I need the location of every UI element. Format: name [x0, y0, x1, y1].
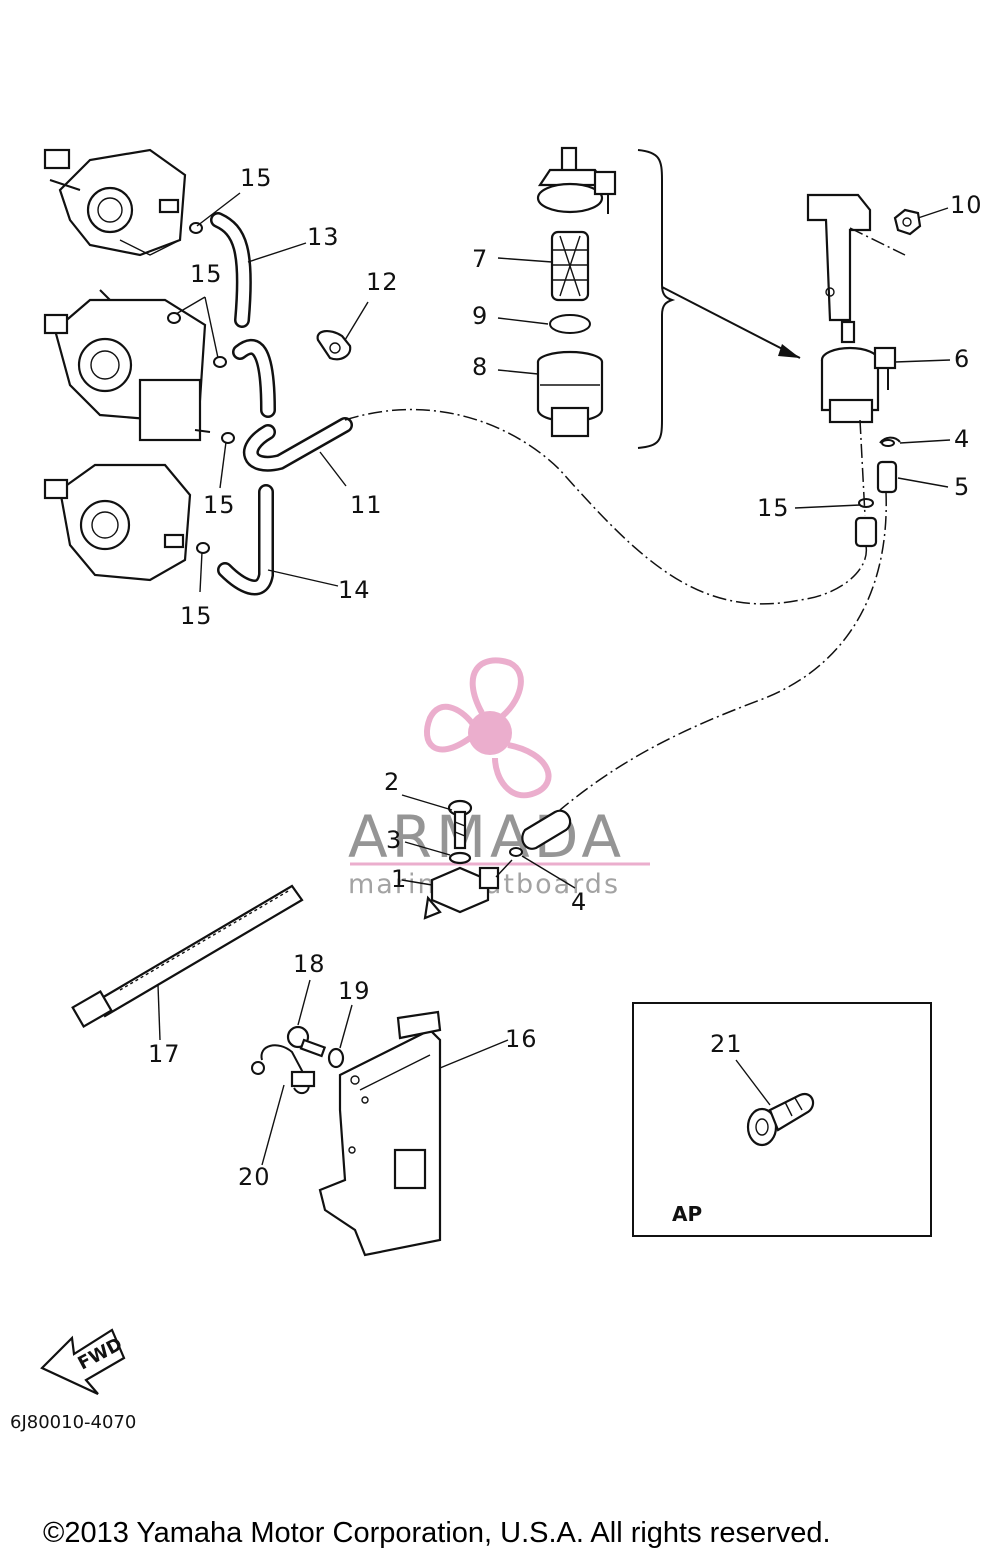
callout-15a: 15: [240, 164, 273, 192]
callout-labels: 15 13 15 12 15 11 14 15 7 9 8 10 6 4 5 1…: [148, 164, 983, 1191]
hose-piece: [521, 809, 572, 850]
propeller-logo-icon: [423, 657, 552, 799]
hose-end: [854, 516, 878, 548]
washer-3: [448, 851, 472, 865]
callout-6: 6: [954, 345, 970, 373]
nut-10: [893, 208, 922, 236]
fuel-filter-6: [820, 320, 897, 424]
fuel-line-dashed-c: [859, 419, 866, 517]
carburetor-upper: [43, 148, 187, 257]
hose-clip-15-group: [167, 222, 235, 554]
filter-cap: [536, 146, 617, 214]
callout-5: 5: [954, 473, 970, 501]
clip-4-lower: [509, 847, 523, 857]
callout-20: 20: [238, 1163, 271, 1191]
clamp-12: [316, 330, 352, 361]
carburetor-middle: [43, 289, 211, 442]
bolt-2: [447, 799, 473, 850]
callout-17: 17: [148, 1040, 181, 1068]
callout-15c: 15: [203, 491, 236, 519]
joint-5: [876, 460, 898, 494]
filter-element-7: [550, 230, 590, 302]
watermark-brand: ARMADA: [348, 803, 625, 871]
callout-2: 2: [384, 768, 400, 796]
fuel-hose-short: [232, 338, 276, 418]
filter-cup-8: [536, 350, 604, 438]
callout-9: 9: [472, 302, 488, 330]
callout-11: 11: [350, 491, 383, 519]
callout-15d: 15: [180, 602, 213, 630]
assembly-brace: [637, 149, 676, 449]
callout-14: 14: [338, 576, 371, 604]
fitting-21: [746, 1092, 815, 1147]
filter-bracket: [806, 193, 906, 322]
fuel-hose-13: [210, 212, 252, 328]
arrow-head: [778, 344, 800, 358]
callout-3: 3: [386, 826, 402, 854]
carburetor-lower: [43, 463, 192, 582]
callout-8: 8: [472, 353, 488, 381]
fuel-joint-1: [423, 866, 500, 920]
bolt-18: [286, 1025, 327, 1058]
fuel-hose-11: [242, 417, 353, 472]
callout-7: 7: [472, 245, 488, 273]
callout-4-upper: 4: [954, 425, 970, 453]
bracket-16: [318, 1010, 442, 1257]
fwd-arrow-icon: FWD: [40, 1328, 126, 1395]
assembly-arrow-line: [661, 286, 801, 359]
clip-20: [251, 1044, 316, 1095]
callout-16: 16: [505, 1025, 538, 1053]
callout-18: 18: [293, 950, 326, 978]
fuel-line-dashed-b: [559, 491, 887, 811]
callout-12: 12: [366, 268, 399, 296]
drawing-number: 6J80010-4070: [10, 1412, 136, 1433]
callout-13: 13: [307, 223, 340, 251]
callout-10: 10: [950, 191, 983, 219]
callout-21: 21: [710, 1030, 743, 1058]
copyright-footer: ©2013 Yamaha Motor Corporation, U.S.A. A…: [43, 1517, 831, 1549]
fuel-line-dashed-a: [344, 408, 868, 605]
inset-ap-label: AP: [672, 1202, 702, 1226]
callout-4-lower: 4: [571, 888, 587, 916]
callout-1: 1: [391, 865, 407, 893]
inset-ap-frame: [632, 1002, 932, 1237]
callout-15e: 15: [757, 494, 790, 522]
fuel-hose-14: [217, 484, 274, 596]
callout-15b: 15: [190, 260, 223, 288]
cable-tie-17: [71, 884, 304, 1029]
leader-lines: [157, 192, 951, 1166]
o-ring-9: [549, 314, 591, 334]
joint-connector: [495, 859, 513, 878]
callout-19: 19: [338, 977, 371, 1005]
washer-19: [327, 1047, 345, 1069]
clip-15-right: [858, 498, 874, 508]
clip-4-upper: [879, 436, 901, 447]
